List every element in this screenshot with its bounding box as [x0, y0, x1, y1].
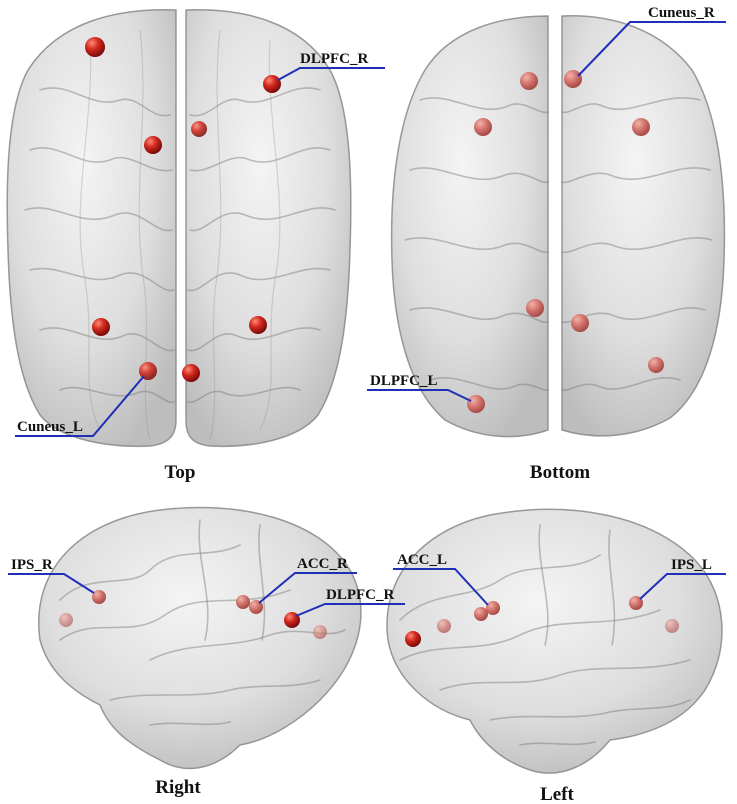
bottom-left-hemisphere: [390, 15, 549, 438]
label-left-acc-l: ACC_L: [397, 552, 447, 568]
node: [632, 118, 650, 136]
leader-left-ips-l: [639, 573, 726, 600]
node: [263, 75, 281, 93]
label-right-acc-r: ACC_R: [297, 556, 348, 572]
label-right-dlpfc-r: DLPFC_R: [326, 587, 394, 603]
node: [564, 70, 582, 88]
leader-top-dlpfc-r: [277, 67, 385, 81]
node: [313, 625, 327, 639]
leader-lines: [8, 21, 726, 617]
caption-right: Right: [155, 777, 201, 798]
node: [474, 607, 488, 621]
node: [59, 613, 73, 627]
label-left-ips-l: IPS_L: [671, 557, 712, 573]
label-top-dlpfc-r: DLPFC_R: [300, 51, 368, 67]
node: [467, 395, 485, 413]
left-lateral-brain: [386, 508, 723, 774]
node: [629, 596, 643, 610]
label-right-ips-r: IPS_R: [11, 557, 53, 573]
node: [520, 72, 538, 90]
node: [191, 121, 207, 137]
right-view: [38, 506, 362, 770]
nodes: [59, 37, 679, 647]
label-bottom-cuneus-r: Cuneus_R: [648, 5, 715, 21]
right-lateral-brain: [38, 506, 362, 770]
node: [571, 314, 589, 332]
node: [144, 136, 162, 154]
label-bottom-dlpfc-l: DLPFC_L: [370, 373, 438, 389]
view-captions: Top Bottom Right Left: [155, 462, 590, 804]
leader-right-dlpfc-r: [295, 603, 405, 617]
leader-bottom-cuneus-r: [577, 21, 726, 77]
leader-left-acc-l: [393, 568, 489, 606]
top-view-gyri: [24, 87, 336, 404]
node: [249, 316, 267, 334]
node: [139, 362, 157, 380]
top-left-hemisphere: [6, 9, 177, 448]
node: [236, 595, 250, 609]
top-right-hemisphere: [185, 9, 352, 448]
node: [85, 37, 105, 57]
leader-bottom-dlpfc-l: [367, 389, 472, 402]
node: [405, 631, 421, 647]
node: [92, 590, 106, 604]
bottom-right-hemisphere: [561, 15, 726, 437]
node: [526, 299, 544, 317]
node: [648, 357, 664, 373]
caption-bottom: Bottom: [530, 462, 590, 483]
top-view: [6, 9, 352, 448]
caption-top: Top: [165, 462, 196, 483]
bottom-view: [390, 15, 726, 438]
label-top-cuneus-l: Cuneus_L: [17, 419, 83, 435]
left-view: [386, 508, 723, 774]
node: [665, 619, 679, 633]
leader-right-ips-r: [8, 573, 95, 594]
node: [437, 619, 451, 633]
leader-top-cuneus-l: [15, 375, 145, 437]
node: [474, 118, 492, 136]
node: [486, 601, 500, 615]
leader-right-acc-r: [258, 572, 357, 604]
region-labels: DLPFC_R Cuneus_L Cuneus_R DLPFC_L IPS_R …: [11, 5, 715, 603]
node: [182, 364, 200, 382]
node: [92, 318, 110, 336]
caption-left: Left: [540, 784, 574, 804]
